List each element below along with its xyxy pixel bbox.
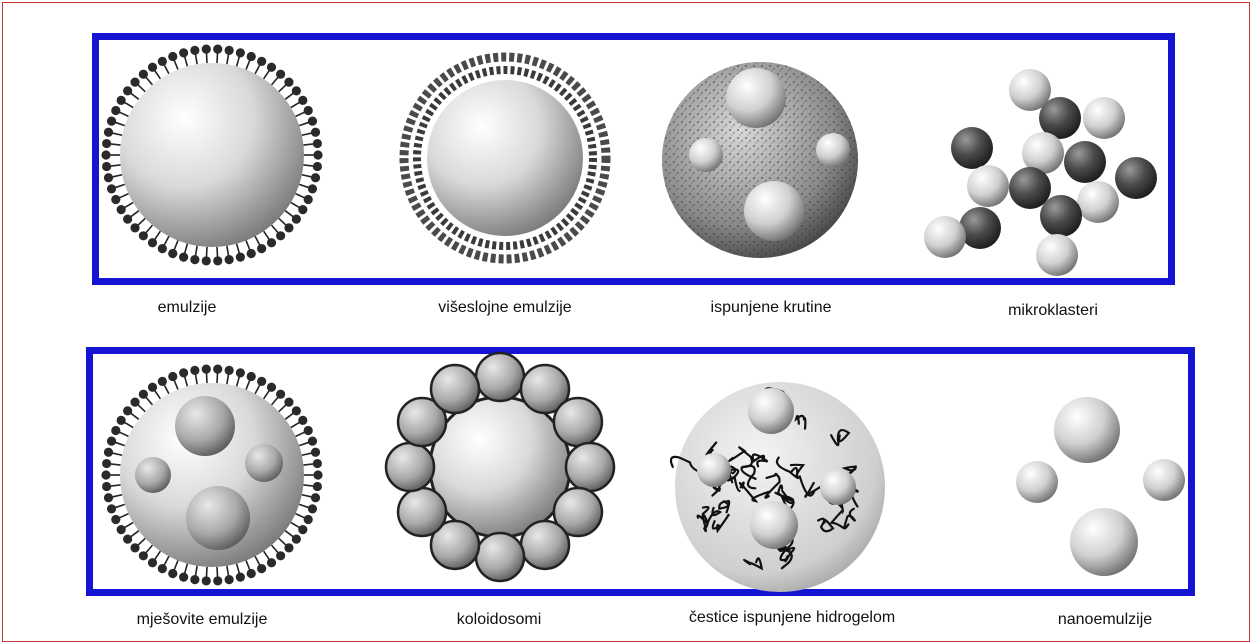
label-colloidosomes: koloidosomi xyxy=(457,611,541,629)
filled-solid-particle xyxy=(662,62,858,258)
label-microclusters: mikroklasteri xyxy=(1008,302,1098,320)
label-multilayer-emulsions: višeslojne emulzije xyxy=(438,299,571,317)
emulsion-particle xyxy=(101,45,322,266)
label-emulsions: emulzije xyxy=(158,299,217,317)
label-nanoemulsions: nanoemulzije xyxy=(1058,611,1152,629)
hydrogel-filled-particle xyxy=(671,382,885,592)
multilayer-emulsion-particle xyxy=(404,57,606,259)
label-mixed-emulsions: mješovite emulzije xyxy=(137,611,268,629)
microcluster-particles xyxy=(924,69,1157,276)
label-filled-solids: ispunjene krutine xyxy=(711,299,832,317)
mixed-emulsion-particle xyxy=(101,365,322,586)
nanoemulsion-particles xyxy=(1016,397,1185,576)
colloidosome-particle xyxy=(386,353,614,581)
label-hydrogel-filled-particles: čestice ispunjene hidrogelom xyxy=(689,609,895,627)
